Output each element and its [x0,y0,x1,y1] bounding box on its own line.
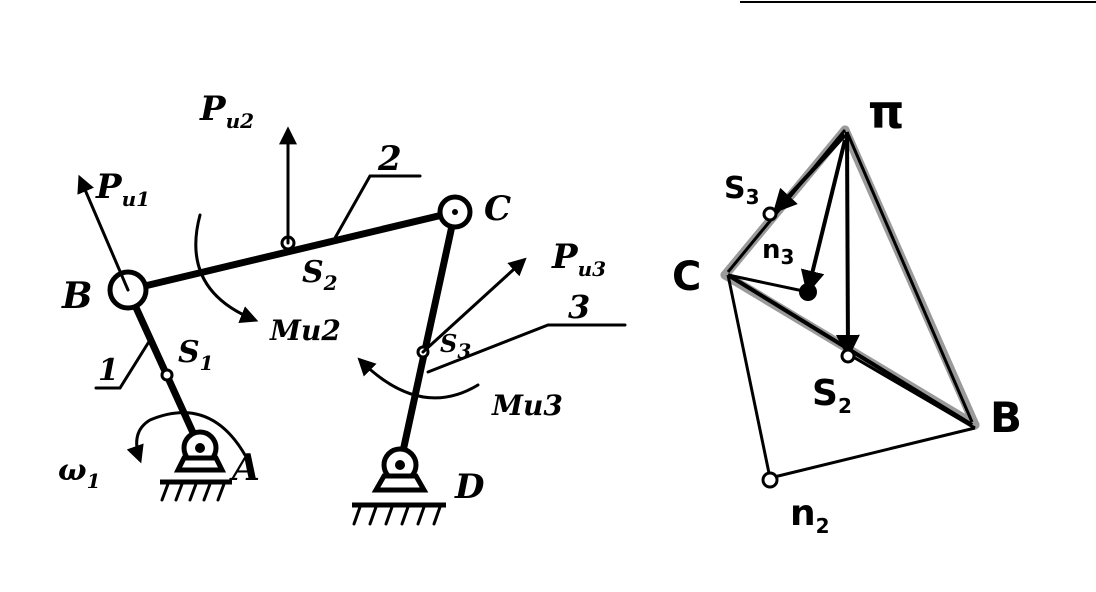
label-s2: S2 [302,255,338,295]
moment-m2-arc [194,213,259,324]
label-link-3: 3 [568,288,590,326]
plan-label-pole: π [868,85,904,139]
label-b: B [61,275,92,317]
plan-label-n3: n3 [762,235,794,269]
velocity-plan: π C B S3 n3 S2 n2 [672,85,1022,538]
plan-point-s3 [762,206,778,222]
link-3 [396,208,459,469]
leader-link-2 [333,174,422,240]
label-p2: Pи2 [199,89,254,133]
force-p3-arrow [421,257,527,354]
label-s3: S3 [440,329,471,363]
label-s1: S1 [178,335,214,375]
plan-label-b: B [990,393,1022,442]
moment-m3-arc [357,357,480,400]
label-d: D [454,467,485,507]
leader-link-1 [94,338,152,390]
center-s1 [160,368,174,382]
plan-label-s2: S2 [812,373,852,418]
plan-line-pole-s2 [835,131,860,359]
plan-label-c: C [672,254,701,300]
plan-line-c-n2 [726,274,772,479]
plan-line-pole-b [845,131,974,423]
plan-line-pole-n3 [800,139,847,295]
link-1 [124,286,204,452]
support-a [160,429,232,502]
leader-link-3 [426,323,627,374]
support-d [352,446,446,526]
plan-line-c-n3 [727,273,809,294]
mechanism: B C D A S1 S2 S3 1 2 3 Pи1 Pи2 Pи3 Mи2 M… [58,89,627,526]
plan-point-n2 [761,471,779,489]
label-link-2: 2 [377,139,402,179]
plan-line-pole-s3 [772,133,847,214]
plan-label-s3: S3 [724,171,760,209]
omega-arc [126,411,247,464]
plan-line-s2-b [847,352,976,430]
label-omega: ω1 [58,453,101,493]
plan-label-n2: n2 [790,493,830,538]
plan-point-s2 [840,348,856,364]
label-p3: Pи3 [551,237,606,281]
label-p1: Pи1 [95,167,150,211]
plan-line-n2-b [769,426,976,480]
label-c: C [484,189,511,229]
label-link-1: 1 [98,353,119,388]
label-a: A [229,447,260,489]
force-p1-arrow [77,174,130,292]
plan-point-n3 [799,283,817,301]
label-m3: Mи3 [491,389,563,422]
link-2 [124,208,459,294]
label-m2: Mи2 [269,314,341,347]
